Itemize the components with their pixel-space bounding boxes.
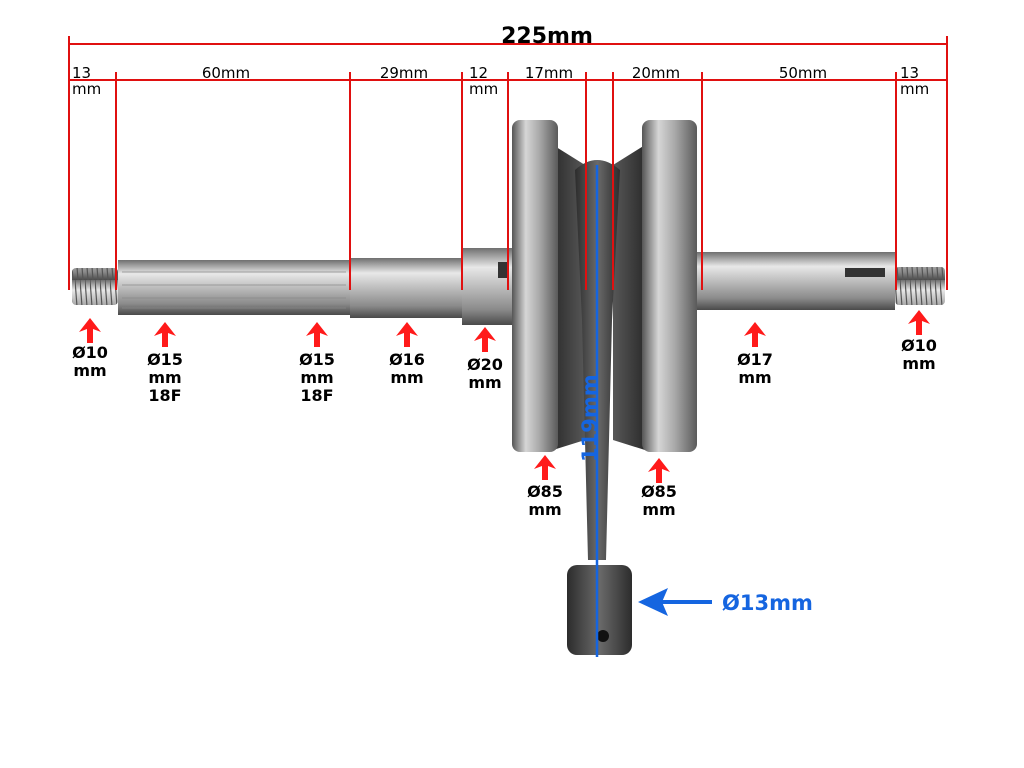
diameter-label: mm <box>642 500 675 519</box>
diameter-label: mm <box>148 368 181 387</box>
diameter-label: Ø20 <box>467 355 503 374</box>
right-shaft-17 <box>697 252 895 310</box>
diameter-label: Ø10 <box>901 336 937 355</box>
diameter-label: Ø16 <box>389 350 425 369</box>
diameter-label: mm <box>468 373 501 392</box>
overall-length-label: 225mm <box>501 24 593 49</box>
segment-label: 60mm <box>202 64 250 82</box>
right-flywheel <box>642 120 697 452</box>
red-arrow-up-icon <box>744 322 766 347</box>
diameter-label: mm <box>738 368 771 387</box>
splined-shaft <box>118 260 350 315</box>
red-arrow-up-icon <box>908 310 930 335</box>
red-arrow-up-icon <box>474 327 496 352</box>
red-arrow-up-icon <box>79 318 101 343</box>
segment-label-unit: mm <box>72 80 101 98</box>
right-thread <box>895 267 945 305</box>
diameter-label: Ø15 <box>299 350 335 369</box>
segment-label: 13 <box>900 64 919 82</box>
red-arrow-up-icon <box>648 458 670 483</box>
left-flywheel <box>512 120 558 452</box>
segment-label: 20mm <box>632 64 680 82</box>
segment-label: 12 <box>469 64 488 82</box>
blue-arrow-icon <box>638 588 712 616</box>
diameter-label: mm <box>902 354 935 373</box>
diameter-label: Ø85 <box>641 482 677 501</box>
red-arrow-up-icon <box>396 322 418 347</box>
diameter-label: 18F <box>148 386 181 405</box>
collar-20 <box>462 248 512 325</box>
segment-label: 17mm <box>525 64 573 82</box>
diameter-label: mm <box>528 500 561 519</box>
diameter-labels: Ø10mmØ15mm18FØ15mm18FØ16mmØ20mmØ85mmØ85m… <box>72 310 937 519</box>
diameter-label: mm <box>300 368 333 387</box>
red-arrow-up-icon <box>154 322 176 347</box>
shaft-16 <box>350 258 462 318</box>
segment-label-unit: mm <box>900 80 929 98</box>
pin-diameter-label: Ø13mm <box>722 591 813 615</box>
red-arrow-up-icon <box>534 455 556 480</box>
rod-length-label: 119mm <box>578 374 602 462</box>
segment-label-unit: mm <box>469 80 498 98</box>
crank-web <box>553 145 645 450</box>
red-arrow-up-icon <box>306 322 328 347</box>
diameter-label: mm <box>390 368 423 387</box>
diameter-label: Ø15 <box>147 350 183 369</box>
segment-label: 50mm <box>779 64 827 82</box>
segment-label: 29mm <box>380 64 428 82</box>
rod-eye <box>567 565 632 655</box>
segment-label: 13 <box>72 64 91 82</box>
diameter-label: Ø85 <box>527 482 563 501</box>
diameter-label: Ø17 <box>737 350 773 369</box>
diameter-label: 18F <box>300 386 333 405</box>
left-thread <box>72 268 118 305</box>
dimension-lines <box>68 36 948 290</box>
diameter-label: mm <box>73 361 106 380</box>
diameter-label: Ø10 <box>72 343 108 362</box>
